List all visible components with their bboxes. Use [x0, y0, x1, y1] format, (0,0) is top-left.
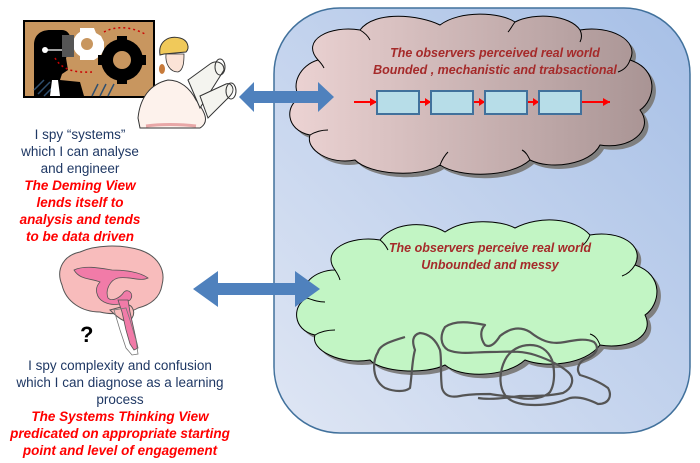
- bottom-cloud: [296, 219, 661, 379]
- process-flow: [354, 90, 610, 115]
- caption-line: I spy complexity and confusion: [28, 358, 212, 373]
- process-step-box: [376, 90, 420, 115]
- caption-line: I spy “systems”: [34, 127, 126, 142]
- process-step-box: [538, 90, 582, 115]
- cloud-line: The observers perceive real world: [388, 241, 592, 255]
- deming-view-line: The Deming View: [24, 178, 136, 193]
- systems-thinking-line: point and level of engagement: [22, 443, 218, 458]
- brain-icon: [59, 245, 164, 356]
- caption-line: which I can diagnose as a learning: [16, 375, 224, 390]
- messy-scribble: [373, 321, 611, 407]
- caption-line: and engineer: [40, 161, 120, 176]
- engineer-with-plans-icon: [137, 36, 237, 129]
- cloud-line: Bounded , mechanistic and trabsactional: [373, 63, 617, 77]
- caption-line: process: [96, 392, 144, 407]
- gears-head-icon: [23, 20, 155, 98]
- process-step-box: [484, 90, 528, 115]
- cloud-line: The observers perceived real world: [390, 46, 600, 60]
- deming-view-line: analysis and tends: [19, 212, 141, 227]
- top-cloud-text: The observers perceived real world Bound…: [360, 45, 630, 79]
- systems-thinking-line: The Systems Thinking View: [31, 409, 209, 424]
- double-arrow-top: [239, 82, 334, 112]
- cloud-line: Unbounded and messy: [421, 258, 559, 272]
- bottom-view-caption: I spy complexity and confusion which I c…: [0, 357, 240, 459]
- deming-view-line: lends itself to: [36, 195, 124, 210]
- deming-view-line: to be data driven: [25, 229, 135, 244]
- question-mark: ?: [80, 322, 94, 347]
- bottom-cloud-text: The observers perceive real world Unboun…: [370, 240, 610, 274]
- caption-line: which I can analyse: [21, 144, 139, 159]
- top-view-caption: I spy “systems” which I can analyse and …: [0, 126, 160, 245]
- top-cloud: [289, 13, 656, 179]
- double-arrow-bottom: [193, 271, 320, 307]
- process-step-box: [430, 90, 474, 115]
- systems-thinking-line: predicated on appropriate starting: [10, 426, 230, 441]
